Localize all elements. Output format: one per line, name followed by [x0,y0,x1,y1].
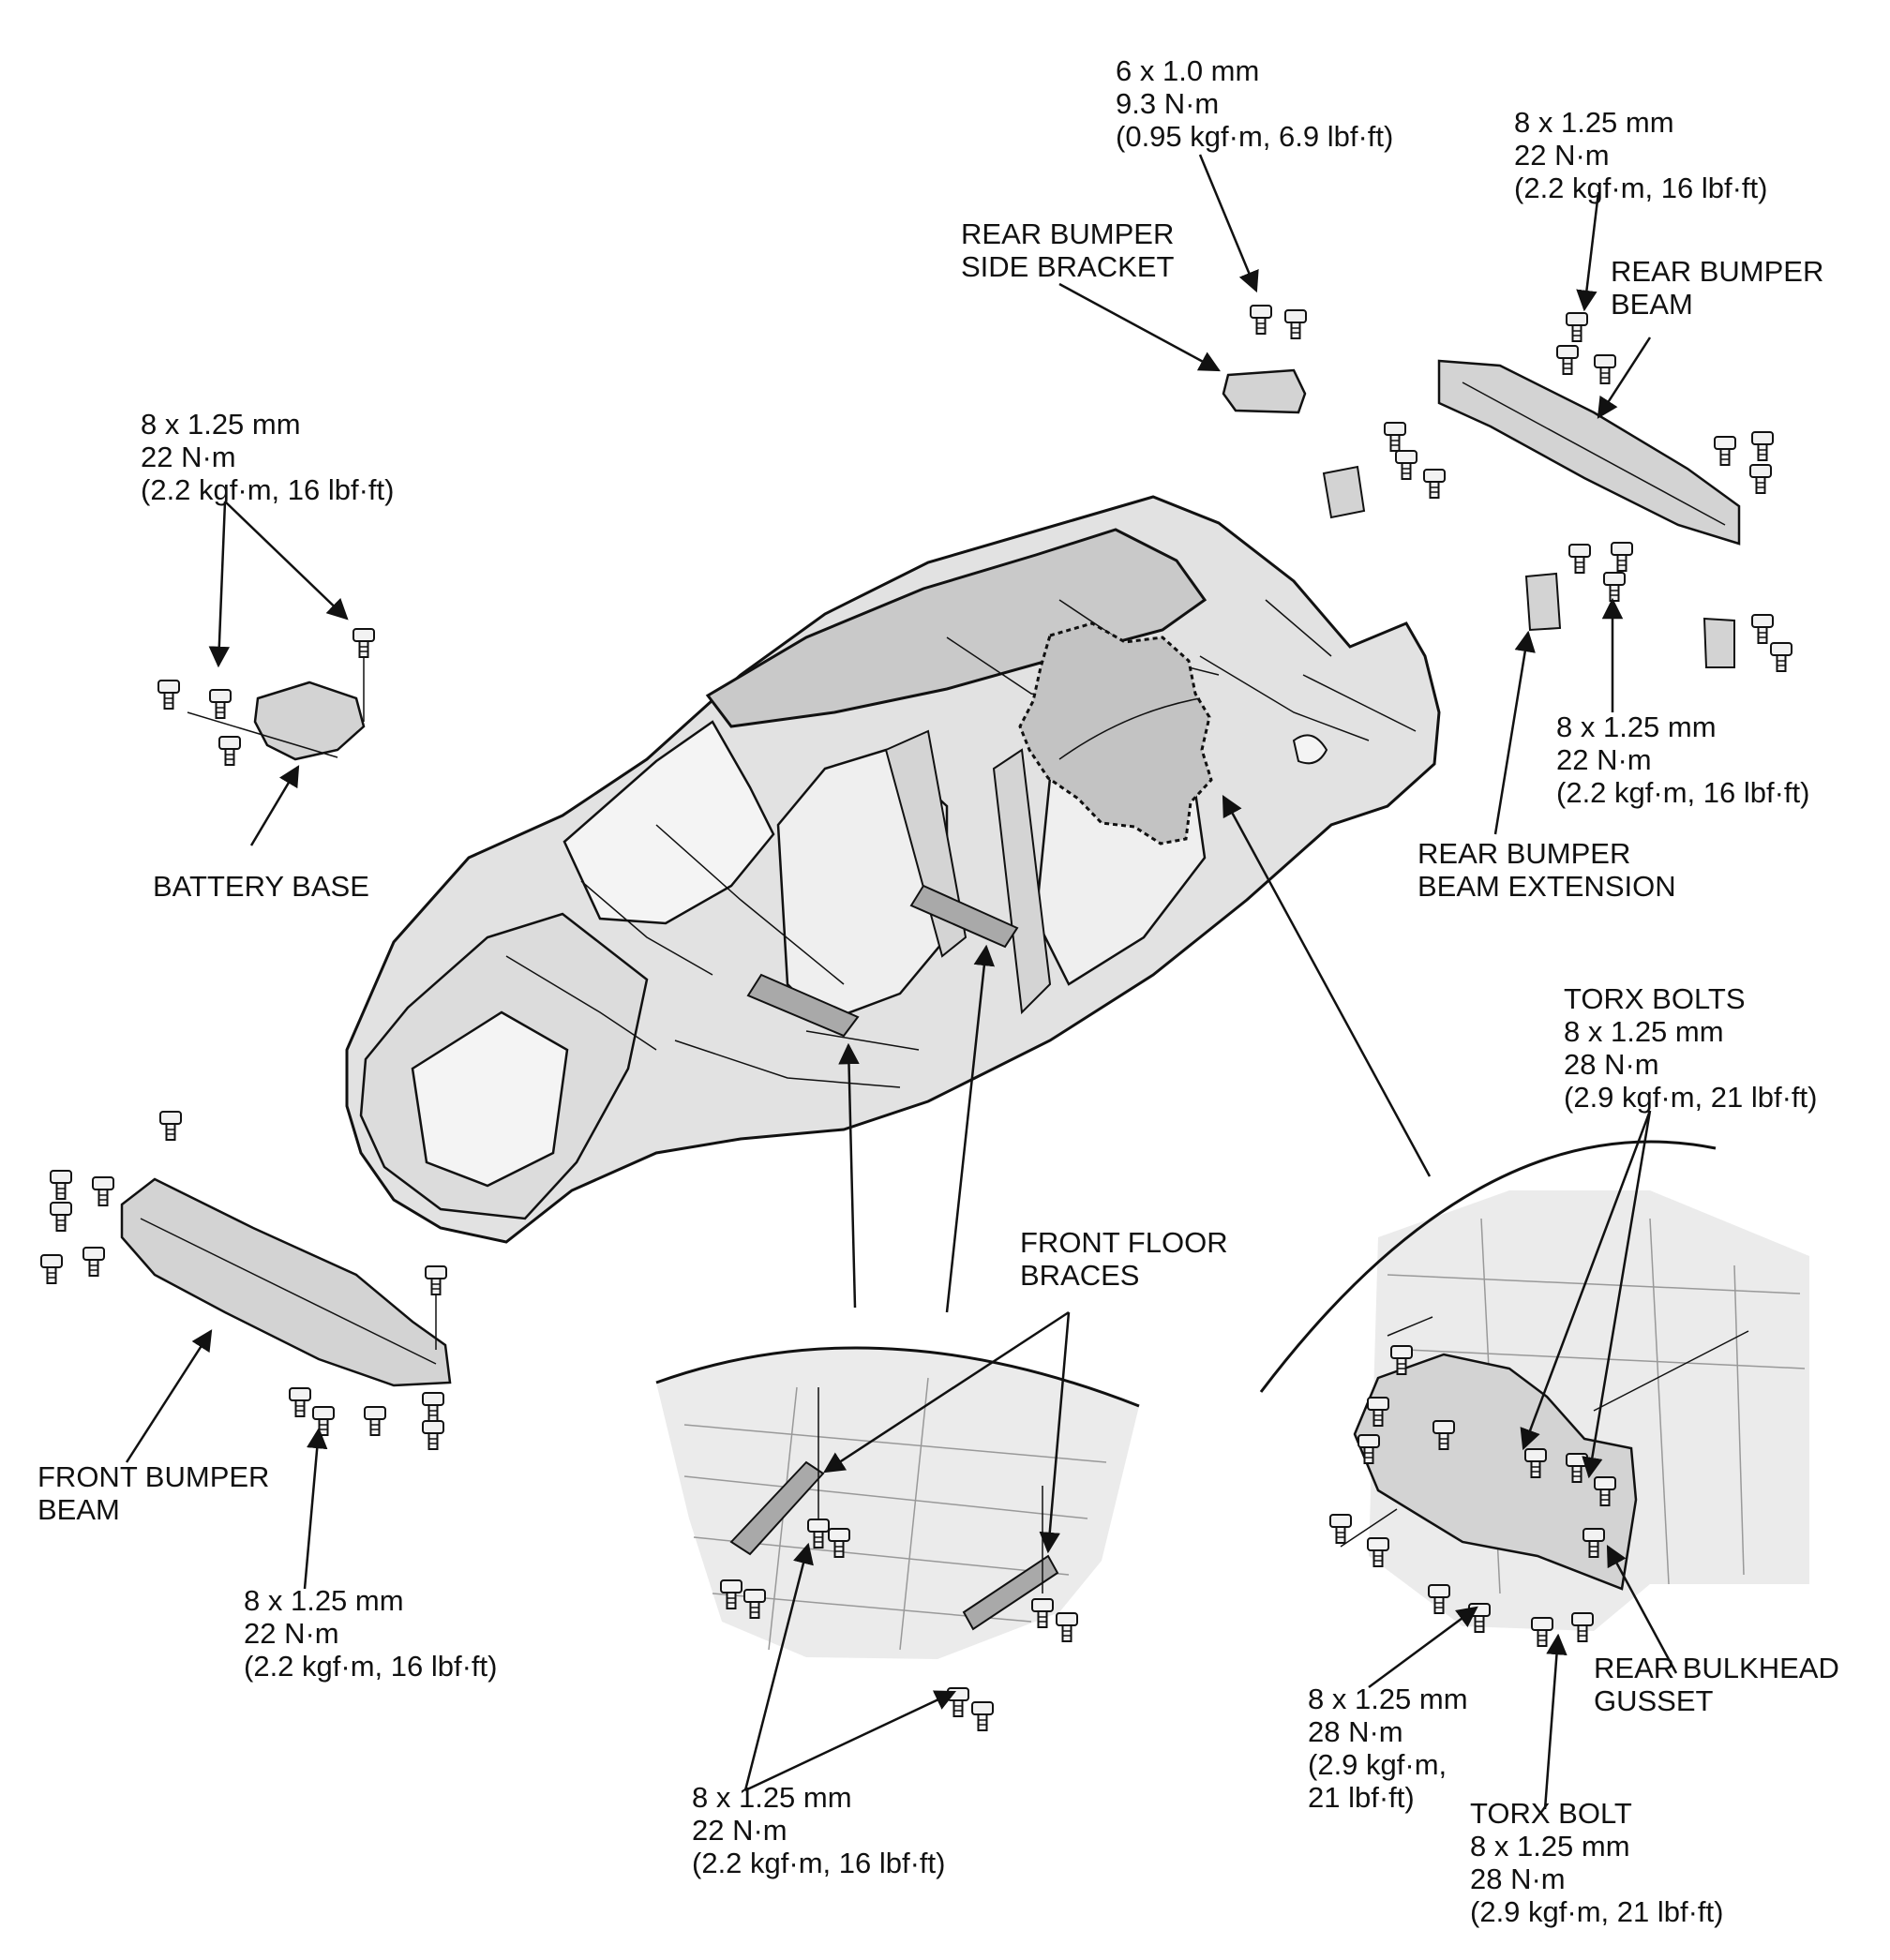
battery-base-spec-label: 8 x 1.25 mm 22 N·m (2.2 kgf·m, 16 lbf·ft… [141,408,395,506]
front-beam-spec-label: 8 x 1.25 mm 22 N·m (2.2 kgf·m, 16 lbf·ft… [244,1584,498,1683]
rear-beam-spec-label: 8 x 1.25 mm 22 N·m (2.2 kgf·m, 16 lbf·ft… [1514,106,1768,204]
front-beam-name-label: FRONT BUMPER BEAM [38,1460,270,1526]
rear-side-bracket-name-label: REAR BUMPER SIDE BRACKET [961,217,1175,283]
rear-ext-name-label: REAR BUMPER BEAM EXTENSION [1418,837,1676,903]
car-body-shell [345,495,1441,1244]
gusset-bolts-spec-label: 8 x 1.25 mm 28 N·m (2.9 kgf·m, 21 lbf·ft… [1308,1683,1468,1814]
rear-bumper-beam-part [1322,312,1792,672]
rear-bumper-side-bracket-part [1222,305,1307,414]
torx-bolts-spec-label: TORX BOLTS 8 x 1.25 mm 28 N·m (2.9 kgf·m… [1564,982,1818,1114]
battery-base-name-label: BATTERY BASE [153,870,369,903]
battery-base-part [158,628,375,766]
rear-ext-spec-label: 8 x 1.25 mm 22 N·m (2.2 kgf·m, 16 lbf·ft… [1556,711,1810,809]
front-bumper-beam-part [40,1111,452,1450]
rear-bulkhead-gusset-name-label: REAR BULKHEAD GUSSET [1594,1652,1839,1717]
torx-bolt-spec-label: TORX BOLT 8 x 1.25 mm 28 N·m (2.9 kgf·m,… [1470,1797,1724,1928]
floor-brace-bolts-spec-label: 8 x 1.25 mm 22 N·m (2.2 kgf·m, 16 lbf·ft… [692,1781,946,1879]
rear-side-bracket-spec-label: 6 x 1.0 mm 9.3 N·m (0.95 kgf·m, 6.9 lbf·… [1116,54,1394,153]
leader-arrows [125,154,1678,1810]
floor-braces-inset [655,1346,1140,1731]
rear-beam-name-label: REAR BUMPER BEAM [1611,255,1824,321]
rear-bulkhead-inset [1259,1140,1809,1647]
front-floor-braces-name-label: FRONT FLOOR BRACES [1020,1226,1228,1292]
